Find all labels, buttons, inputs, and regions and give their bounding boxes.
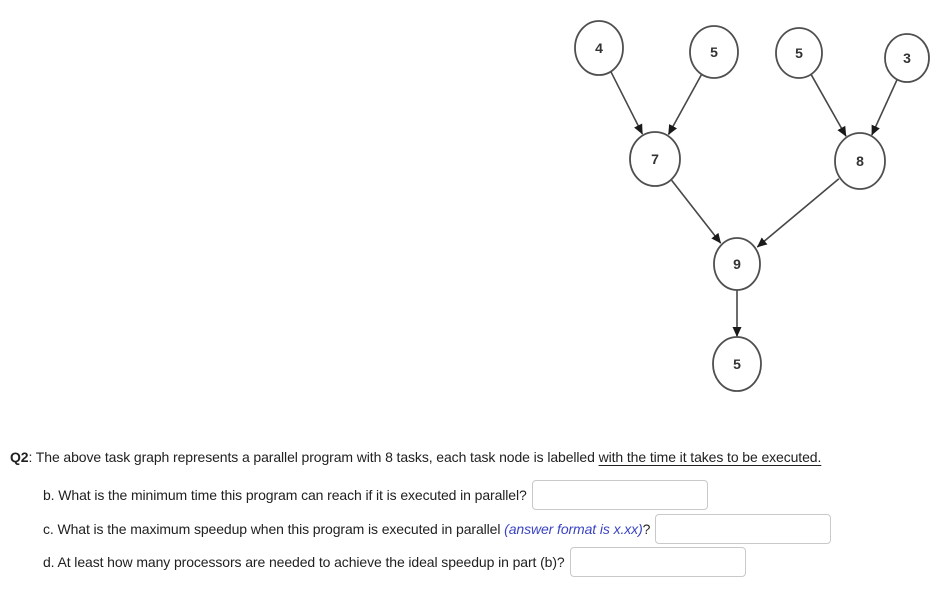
answer-input-c[interactable]	[655, 513, 832, 544]
graph-edge-n3-n8	[871, 79, 898, 136]
graph-edge-n8-n9	[756, 178, 840, 248]
graph-edge-n4-n7	[610, 71, 644, 135]
task-node-label-n4: 4	[595, 40, 603, 56]
question-part-c-suffix: ?	[642, 520, 651, 537]
question-intro: Q2: The above task graph represents a pa…	[10, 449, 821, 465]
graph-edge-n5a-n7	[667, 74, 703, 135]
graph-edge-n5b-n8	[810, 74, 847, 137]
question-part-d-text: d. At least how many processors are need…	[43, 554, 565, 570]
task-node-n8	[834, 132, 886, 190]
answer-input-d[interactable]	[569, 547, 746, 577]
task-node-n5c	[712, 336, 762, 392]
task-node-n5b	[775, 27, 823, 79]
question-part-c-text: c. What is the maximum speedup when this…	[43, 520, 505, 537]
answer-format-note: (answer format is x.xx)	[504, 520, 643, 537]
task-node-label-n5a: 5	[710, 44, 718, 60]
task-node-n7	[629, 131, 681, 187]
question-intro-underlined: with the time it takes to be executed.	[598, 449, 822, 465]
answer-input-b[interactable]	[531, 480, 708, 510]
graph-edge-n7-n9	[670, 179, 722, 244]
task-node-label-n3: 3	[903, 50, 911, 66]
question-part-c: c. What is the maximum speedup when this…	[43, 513, 832, 544]
task-node-n4	[574, 20, 624, 76]
task-node-n5a	[689, 25, 739, 79]
question-part-b-text: b. What is the minimum time this program…	[43, 487, 527, 503]
task-node-label-n7: 7	[651, 151, 659, 167]
question-number: Q2	[10, 449, 29, 465]
task-node-label-n5b: 5	[795, 45, 803, 61]
question-part-b: b. What is the minimum time this program…	[43, 480, 708, 510]
task-node-label-n9: 9	[733, 256, 741, 272]
task-node-n3	[884, 33, 930, 83]
task-graph: 4 5 5 3 7 8 9 5	[574, 20, 930, 392]
task-node-label-n5c: 5	[733, 356, 741, 372]
question-part-d: d. At least how many processors are need…	[43, 547, 746, 577]
question-intro-text: : The above task graph represents a para…	[28, 449, 599, 465]
task-node-n9	[713, 237, 761, 291]
task-node-label-n8: 8	[856, 153, 864, 169]
